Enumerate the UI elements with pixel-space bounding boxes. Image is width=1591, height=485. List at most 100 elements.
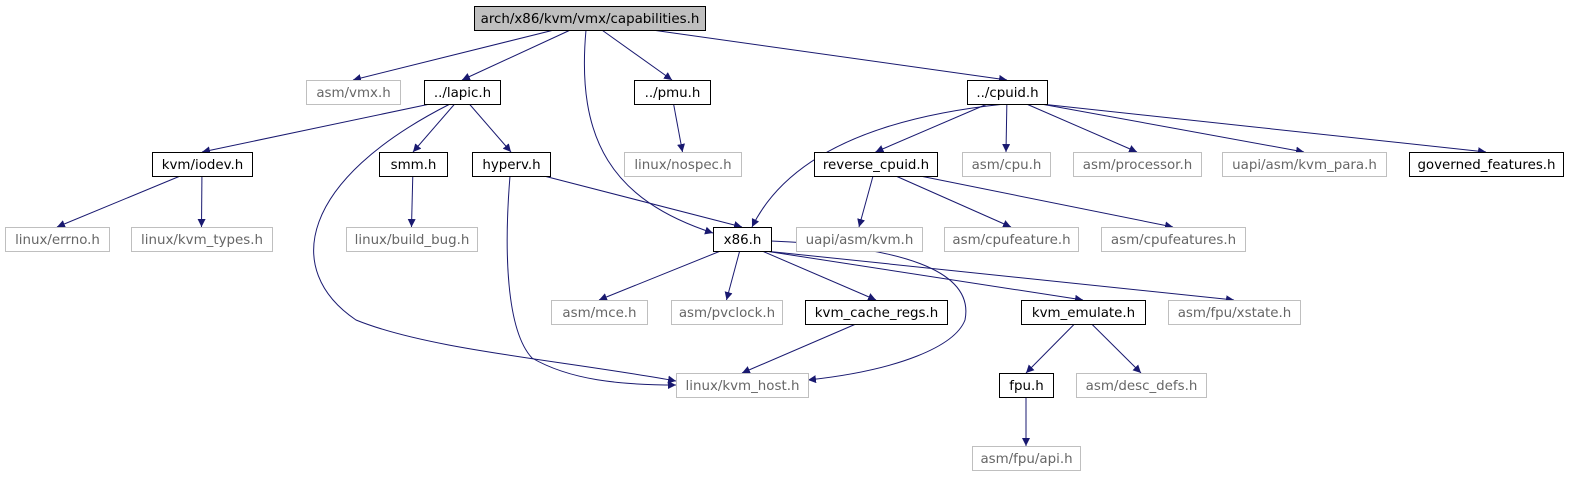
node-label: fpu.h	[1009, 379, 1043, 394]
node-reverse-cpuid[interactable]: reverse_cpuid.h	[814, 152, 938, 177]
node-label: governed_features.h	[1417, 158, 1555, 173]
node-box	[713, 227, 772, 252]
node-kvm-iodev[interactable]: kvm/iodev.h	[152, 152, 253, 177]
node-linux-nospec: linux/nospec.h	[624, 152, 742, 177]
node-box	[152, 152, 253, 177]
node-label: asm/mce.h	[562, 306, 636, 321]
node-box	[306, 80, 401, 105]
node-cpuid[interactable]: ../cpuid.h	[967, 80, 1048, 105]
edge-lapic-to-kvm-iodev	[201, 103, 431, 155]
node-kvm-cache-regs[interactable]: kvm_cache_regs.h	[805, 300, 948, 325]
node-box	[634, 80, 711, 105]
edge-kvm-iodev-to-linux-errno	[56, 175, 181, 228]
node-asm-fpu-api: asm/fpu/api.h	[972, 446, 1081, 471]
node-label: smm.h	[391, 158, 437, 173]
edge-cpuid-to-asm-cpu	[1002, 103, 1011, 153]
edge-kvm-cache-regs-to-linux-kvm-host	[741, 323, 857, 374]
edge-reverse-cpuid-to-uapi-asm-kvm	[857, 175, 874, 228]
node-label: asm/cpu.h	[972, 158, 1042, 173]
node-label: uapi/asm/kvm_para.h	[1232, 158, 1377, 173]
edge-x86-to-kvm-emulate	[764, 250, 1084, 303]
node-box	[1222, 152, 1387, 177]
node-box	[1021, 300, 1146, 325]
node-box	[472, 152, 551, 177]
edge-layer	[56, 29, 1487, 446]
node-label: ../cpuid.h	[976, 86, 1038, 101]
node-box	[805, 300, 948, 325]
node-label: linux/errno.h	[15, 233, 100, 248]
node-box	[1168, 300, 1301, 325]
node-lapic[interactable]: ../lapic.h	[424, 80, 501, 105]
node-label: linux/nospec.h	[634, 158, 731, 173]
node-box	[676, 373, 809, 398]
node-hyperv[interactable]: hyperv.h	[472, 152, 551, 177]
edge-pmu-to-linux-nospec	[673, 103, 685, 153]
node-box	[424, 80, 501, 105]
edge-lapic-to-hyperv	[468, 103, 512, 153]
node-root[interactable]: arch/x86/kvm/vmx/capabilities.h	[474, 6, 706, 31]
node-pmu[interactable]: ../pmu.h	[634, 80, 711, 105]
node-box	[551, 300, 648, 325]
edge-lapic-to-smm	[412, 103, 456, 153]
node-label: asm/pvclock.h	[679, 306, 775, 321]
node-x86[interactable]: x86.h	[713, 227, 772, 252]
node-asm-cpufeatures: asm/cpufeatures.h	[1101, 227, 1246, 252]
edge-root-to-lapic	[461, 29, 571, 81]
node-linux-errno: linux/errno.h	[5, 227, 110, 252]
node-linux-kvm-host: linux/kvm_host.h	[676, 373, 809, 398]
node-label: asm/cpufeature.h	[952, 233, 1070, 248]
node-box	[999, 373, 1054, 398]
node-box	[1076, 373, 1207, 398]
node-label: linux/kvm_host.h	[686, 379, 800, 394]
node-label: x86.h	[724, 233, 762, 248]
edge-cpuid-to-uapi-kvm-para	[1040, 103, 1305, 155]
edge-cpuid-to-asm-processor	[1026, 103, 1138, 153]
edge-reverse-cpuid-to-asm-cpufeatures	[920, 175, 1174, 230]
node-box	[131, 227, 273, 252]
node-governed[interactable]: governed_features.h	[1409, 152, 1564, 177]
node-box	[1073, 152, 1202, 177]
node-label: asm/processor.h	[1083, 158, 1192, 173]
node-label: arch/x86/kvm/vmx/capabilities.h	[481, 12, 700, 27]
node-asm-fpu-xstate: asm/fpu/xstate.h	[1168, 300, 1301, 325]
node-box	[379, 152, 448, 177]
node-asm-cpufeature: asm/cpufeature.h	[944, 227, 1079, 252]
edge-kvm-emulate-to-asm-desc-defs	[1091, 323, 1142, 374]
node-box	[944, 227, 1079, 252]
node-asm-mce: asm/mce.h	[551, 300, 648, 325]
edge-kvm-emulate-to-fpu	[1025, 323, 1075, 374]
node-label: kvm_emulate.h	[1032, 306, 1135, 321]
node-box	[1409, 152, 1564, 177]
node-label: linux/kvm_types.h	[141, 233, 263, 248]
edge-smm-to-linux-build-bug	[407, 175, 416, 228]
node-box	[1101, 227, 1246, 252]
node-uapi-kvm-para: uapi/asm/kvm_para.h	[1222, 152, 1387, 177]
node-kvm-emulate[interactable]: kvm_emulate.h	[1021, 300, 1146, 325]
edge-hyperv-to-x86	[543, 175, 743, 229]
node-asm-desc-defs: asm/desc_defs.h	[1076, 373, 1207, 398]
node-fpu[interactable]: fpu.h	[999, 373, 1054, 398]
edge-reverse-cpuid-to-asm-cpufeature	[895, 175, 1012, 228]
node-box	[624, 152, 742, 177]
edge-x86-to-asm-mce	[598, 250, 721, 301]
node-box	[972, 446, 1081, 471]
node-asm-cpu: asm/cpu.h	[962, 152, 1051, 177]
edge-x86-to-kvm-cache-regs	[761, 250, 877, 301]
node-asm-pvclock: asm/pvclock.h	[671, 300, 783, 325]
node-label: kvm_cache_regs.h	[815, 306, 938, 321]
node-layer: arch/x86/kvm/vmx/capabilities.h asm/vmx.h…	[5, 6, 1564, 471]
edge-root-to-asm-vmx	[352, 29, 555, 82]
edge-hyperv-to-linux-kvm-host	[506, 175, 677, 389]
node-label: ../lapic.h	[434, 86, 491, 101]
node-smm[interactable]: smm.h	[379, 152, 448, 177]
node-box	[796, 227, 923, 252]
node-box	[814, 152, 938, 177]
edge-lapic-to-linux-kvm-host	[313, 103, 677, 384]
node-box	[962, 152, 1051, 177]
node-label: ../pmu.h	[645, 86, 701, 101]
node-box	[346, 227, 478, 252]
node-label: linux/build_bug.h	[355, 233, 470, 248]
node-label: asm/vmx.h	[316, 86, 390, 101]
node-asm-vmx: asm/vmx.h	[306, 80, 401, 105]
